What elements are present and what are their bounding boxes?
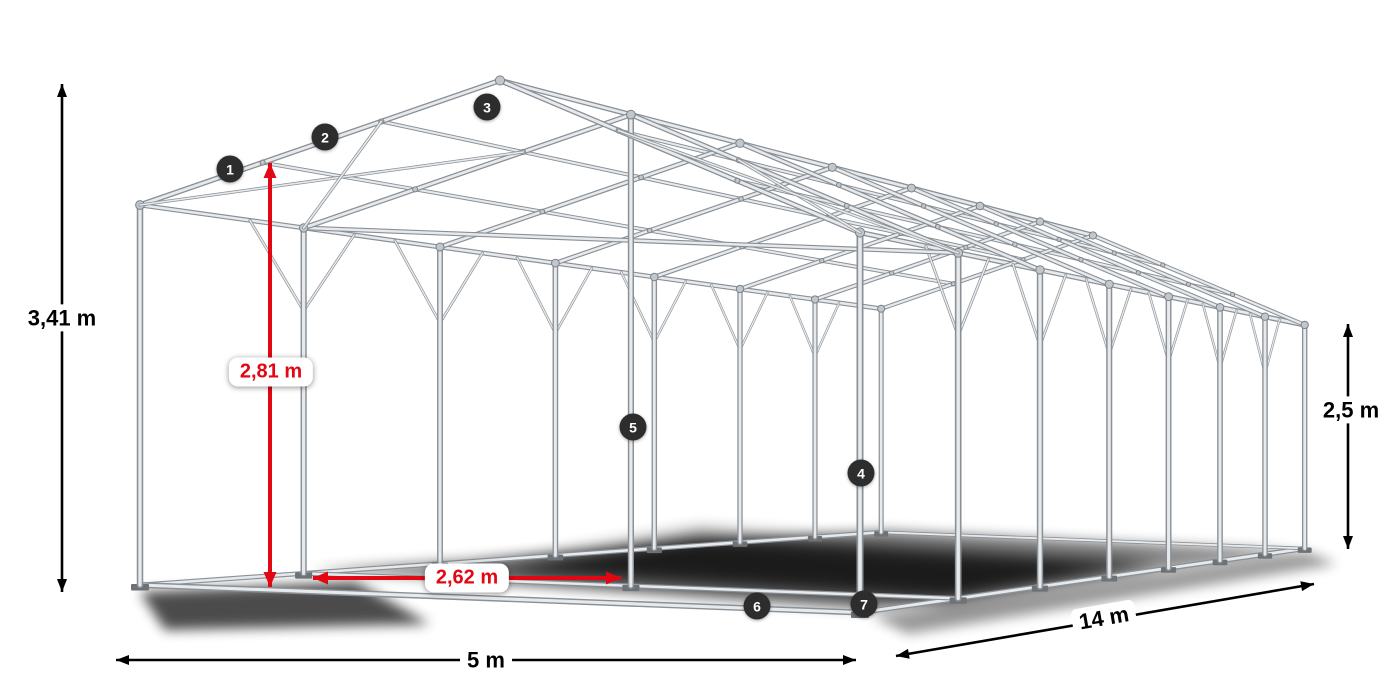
steel-frame xyxy=(131,75,1312,618)
